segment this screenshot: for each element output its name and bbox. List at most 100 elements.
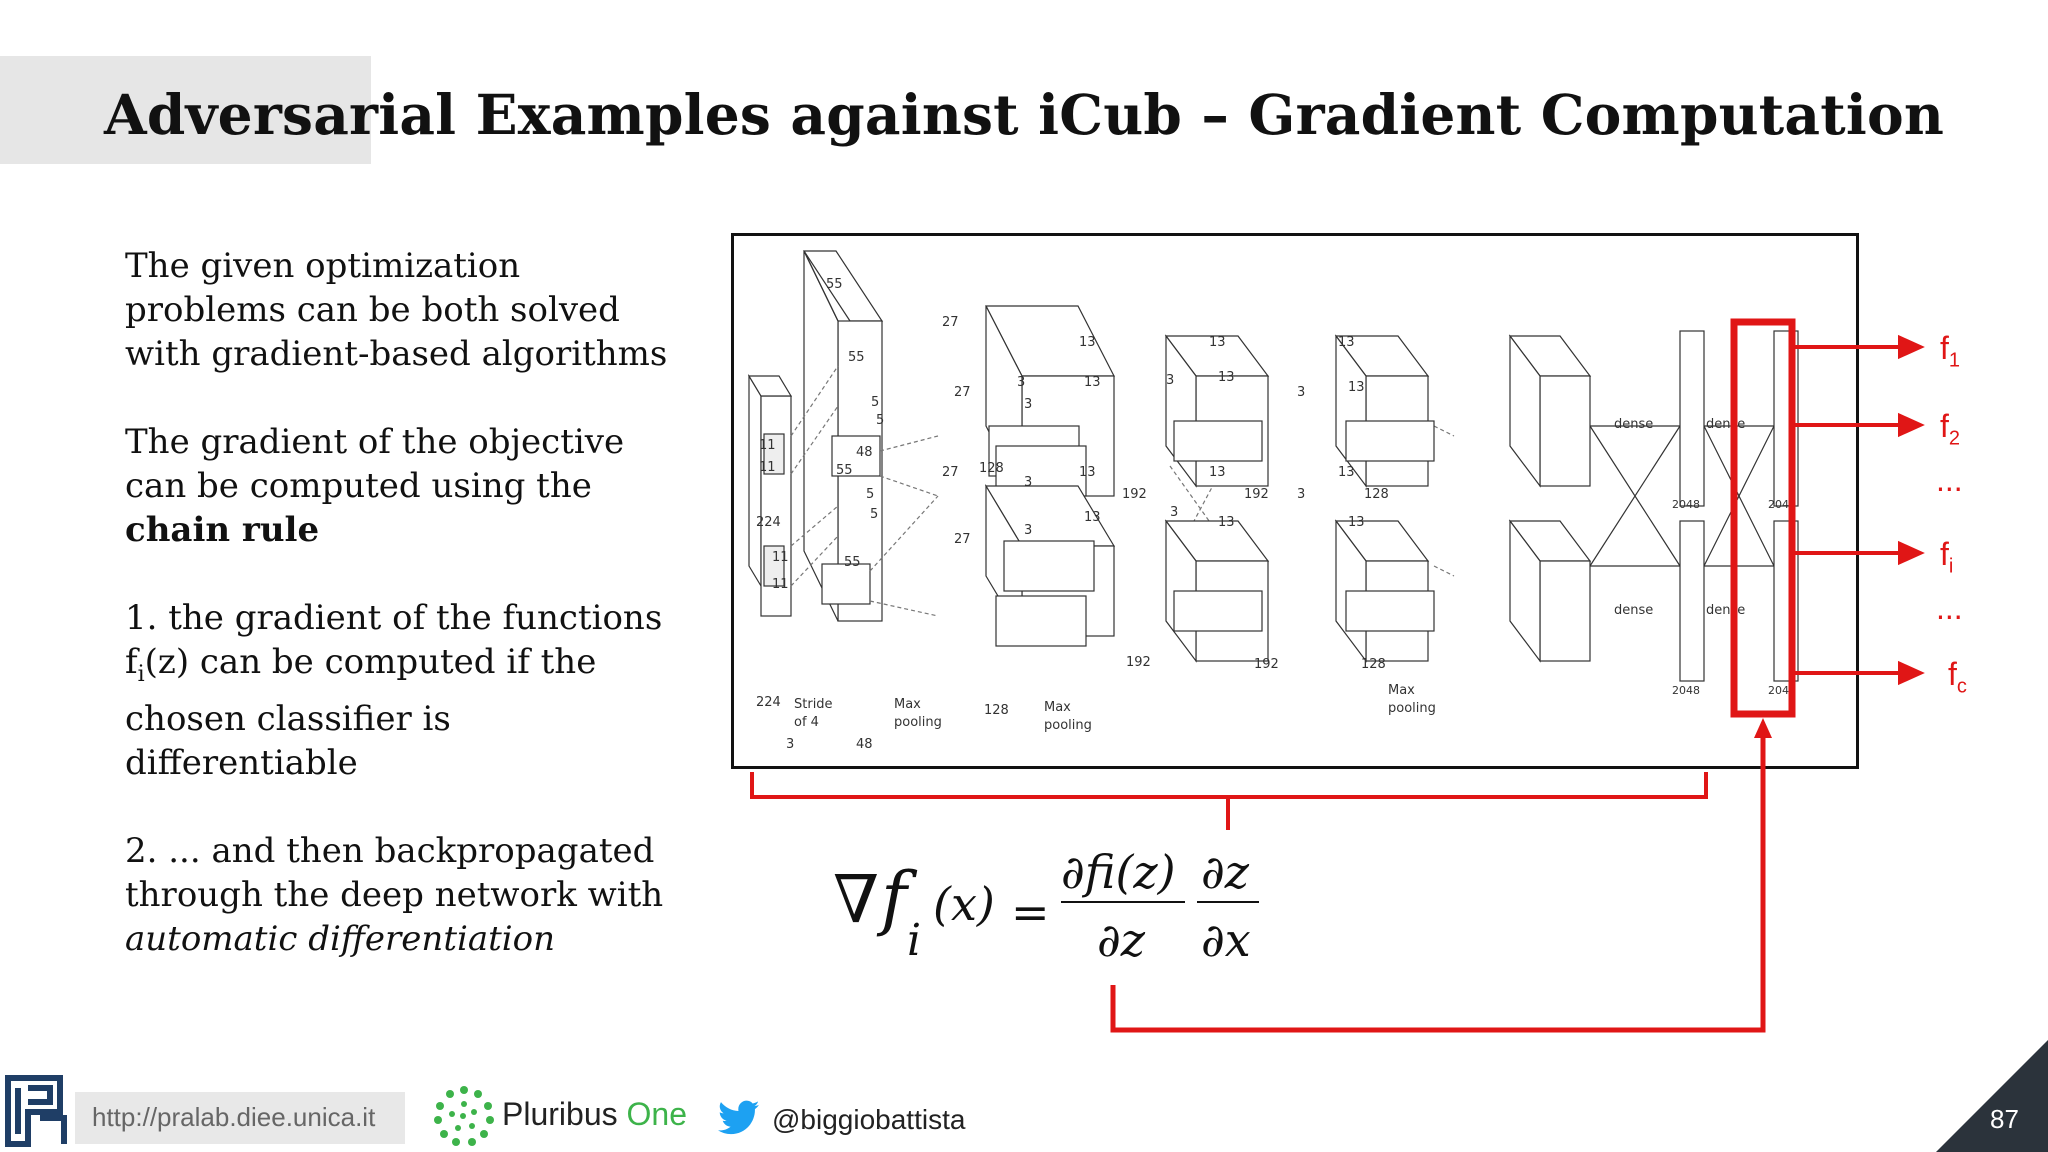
f2-base: f	[1940, 408, 1949, 444]
paragraph-step-1: 1. the gradient of the functions fi(z) c…	[125, 596, 685, 785]
output-ellipsis-2: ...	[1936, 590, 1963, 626]
label-128-b: 128	[984, 703, 1009, 718]
label-13-g: 13	[1209, 465, 1226, 480]
numerator-2: ∂z	[1201, 845, 1250, 899]
arrow-f1-head	[1898, 334, 1925, 360]
step-1-subscript: i	[137, 661, 145, 687]
output-label-fi: fi	[1940, 536, 1953, 578]
pluribus-one-logo-icon	[434, 1086, 494, 1146]
conv1-block	[802, 250, 884, 622]
chain-rule-emphasis: chain rule	[125, 510, 320, 550]
chain-rule-link	[1110, 735, 1766, 1033]
step-1-prefix: 1. the gradient of the functions f	[125, 598, 663, 682]
label-27-a: 27	[942, 315, 959, 330]
conv4-block	[1334, 334, 1435, 663]
denominator-2: ∂x	[1201, 913, 1251, 967]
label-max-pooling-3-pooling: pooling	[1388, 701, 1436, 716]
label-3-g: 3	[1297, 385, 1305, 400]
label-48-b: 48	[856, 737, 873, 752]
label-13-a: 13	[1079, 335, 1096, 350]
label-27-d: 27	[954, 532, 971, 547]
f2-sub: 2	[1948, 427, 1961, 450]
label-192-a: 192	[1122, 487, 1147, 502]
label-3-d: 3	[1024, 523, 1032, 538]
arrow-fi-head	[1898, 540, 1925, 566]
formula-svg: ∇ f i (x) = ∂fi(z) ∂z ∂z ∂x	[833, 845, 1259, 967]
conv3-block	[1164, 334, 1270, 663]
label-13-e: 13	[1209, 335, 1226, 350]
label-2048-b: 2048	[1672, 684, 1700, 697]
paragraph-chain-rule: The gradient of the objective can be com…	[125, 420, 685, 552]
numerator-1: ∂fi(z)	[1061, 845, 1176, 899]
conv2-block	[984, 305, 1116, 647]
output-ellipsis-1: ...	[1936, 462, 1963, 498]
label-13-j: 13	[1348, 380, 1365, 395]
pluribus-one-wordmark: Pluribus One	[502, 1096, 687, 1133]
equals-sign: =	[1011, 885, 1050, 939]
label-192-c: 192	[1244, 487, 1269, 502]
arrow-fc-head	[1898, 660, 1925, 686]
label-13-d: 13	[1084, 510, 1101, 525]
label-224-width: 224	[756, 695, 781, 710]
fi-base: f	[1940, 536, 1949, 572]
label-max-pooling-1-max: Max	[894, 697, 921, 712]
diagram-labels: 224 224 3 11 11 11 11 Stride of 4 55 55 …	[756, 277, 1796, 752]
label-224-height: 224	[756, 515, 781, 530]
label-13-i: 13	[1338, 335, 1355, 350]
footer-url[interactable]: http://pralab.diee.unica.it	[92, 1102, 376, 1132]
conv5-block	[1508, 334, 1592, 663]
label-128-d: 128	[1361, 657, 1386, 672]
output-label-fc: fc	[1948, 656, 1967, 698]
pluribus-text: Pluribus	[502, 1096, 618, 1132]
label-13-f: 13	[1218, 370, 1235, 385]
label-48-a: 48	[856, 445, 873, 460]
page-corner-triangle	[1936, 1040, 2048, 1152]
label-stride: Stride	[794, 697, 833, 712]
page-number: 87	[1990, 1104, 2019, 1134]
paragraph-step-2: 2. ... and then backpropagated through t…	[125, 829, 685, 961]
label-2048-a: 2048	[1672, 498, 1700, 511]
chain-rule-text: The gradient of the objective can be com…	[125, 422, 625, 506]
label-13-c: 13	[1079, 465, 1096, 480]
body-text: The given optimization problems can be b…	[125, 244, 685, 1005]
step-2-text: 2. ... and then backpropagated through t…	[125, 830, 664, 915]
twitter-handle[interactable]: @biggiobattista	[772, 1104, 966, 1135]
label-max-pooling-2-pooling: pooling	[1044, 718, 1092, 733]
arrow-f2-head	[1898, 412, 1925, 438]
label-55-c: 55	[836, 463, 853, 478]
output-layer-highlight	[1730, 318, 1796, 718]
label-dense-1: dense	[1614, 417, 1653, 432]
label-5-d: 5	[870, 507, 878, 522]
chain-rule-formula: ∇ f i (x) = ∂fi(z) ∂z ∂z ∂x	[833, 840, 1273, 994]
label-11-d: 11	[772, 577, 789, 592]
slide-title: Adversarial Examples against iCub – Grad…	[103, 82, 1945, 147]
label-13-l: 13	[1348, 515, 1365, 530]
label-13-h: 13	[1218, 515, 1235, 530]
label-max-pooling-3-max: Max	[1388, 683, 1415, 698]
nabla-symbol: ∇	[833, 861, 879, 938]
label-5-c: 5	[866, 487, 874, 502]
output-arrows	[1792, 334, 1925, 686]
label-3-c: 3	[1024, 475, 1032, 490]
label-3-f: 3	[1170, 505, 1178, 520]
twitter-bird-icon	[718, 1100, 760, 1135]
footer-url-box	[75, 1092, 405, 1144]
denominator-1: ∂z	[1097, 913, 1146, 967]
network-bracket	[750, 772, 1708, 830]
chain-rule-link-arrowhead	[1754, 718, 1772, 738]
output-label-f2: f2	[1940, 408, 1960, 450]
step-1-suffix: (z) can be computed if the chosen classi…	[125, 642, 597, 783]
label-27-c: 27	[942, 465, 959, 480]
label-3-b: 3	[1024, 397, 1032, 412]
one-text: One	[626, 1096, 687, 1132]
label-11-c: 11	[772, 550, 789, 565]
x-argument: (x)	[933, 877, 995, 931]
output-label-f1: f1	[1940, 330, 1960, 372]
label-3-e: 3	[1166, 373, 1174, 388]
label-dense-2: dense	[1614, 603, 1653, 618]
input-layer	[747, 373, 793, 617]
label-55-b: 55	[848, 350, 865, 365]
label-192-b: 192	[1126, 655, 1151, 670]
label-11-a: 11	[759, 438, 776, 453]
paragraph-optimization: The given optimization problems can be b…	[125, 246, 668, 374]
